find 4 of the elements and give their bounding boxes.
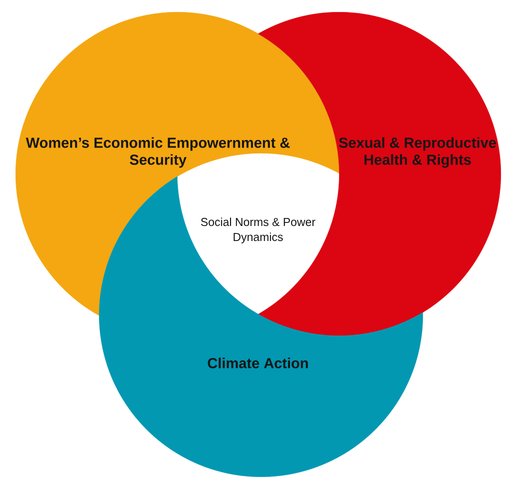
circle-label: Sexual & Reproductive Health & Rights [338,137,496,168]
circle-label: Climate Action [208,358,308,368]
overlap-label: Social Norms & Power Dynamics [201,218,316,244]
circle-label: Women’s Economic Empowernment & Security [26,137,290,168]
